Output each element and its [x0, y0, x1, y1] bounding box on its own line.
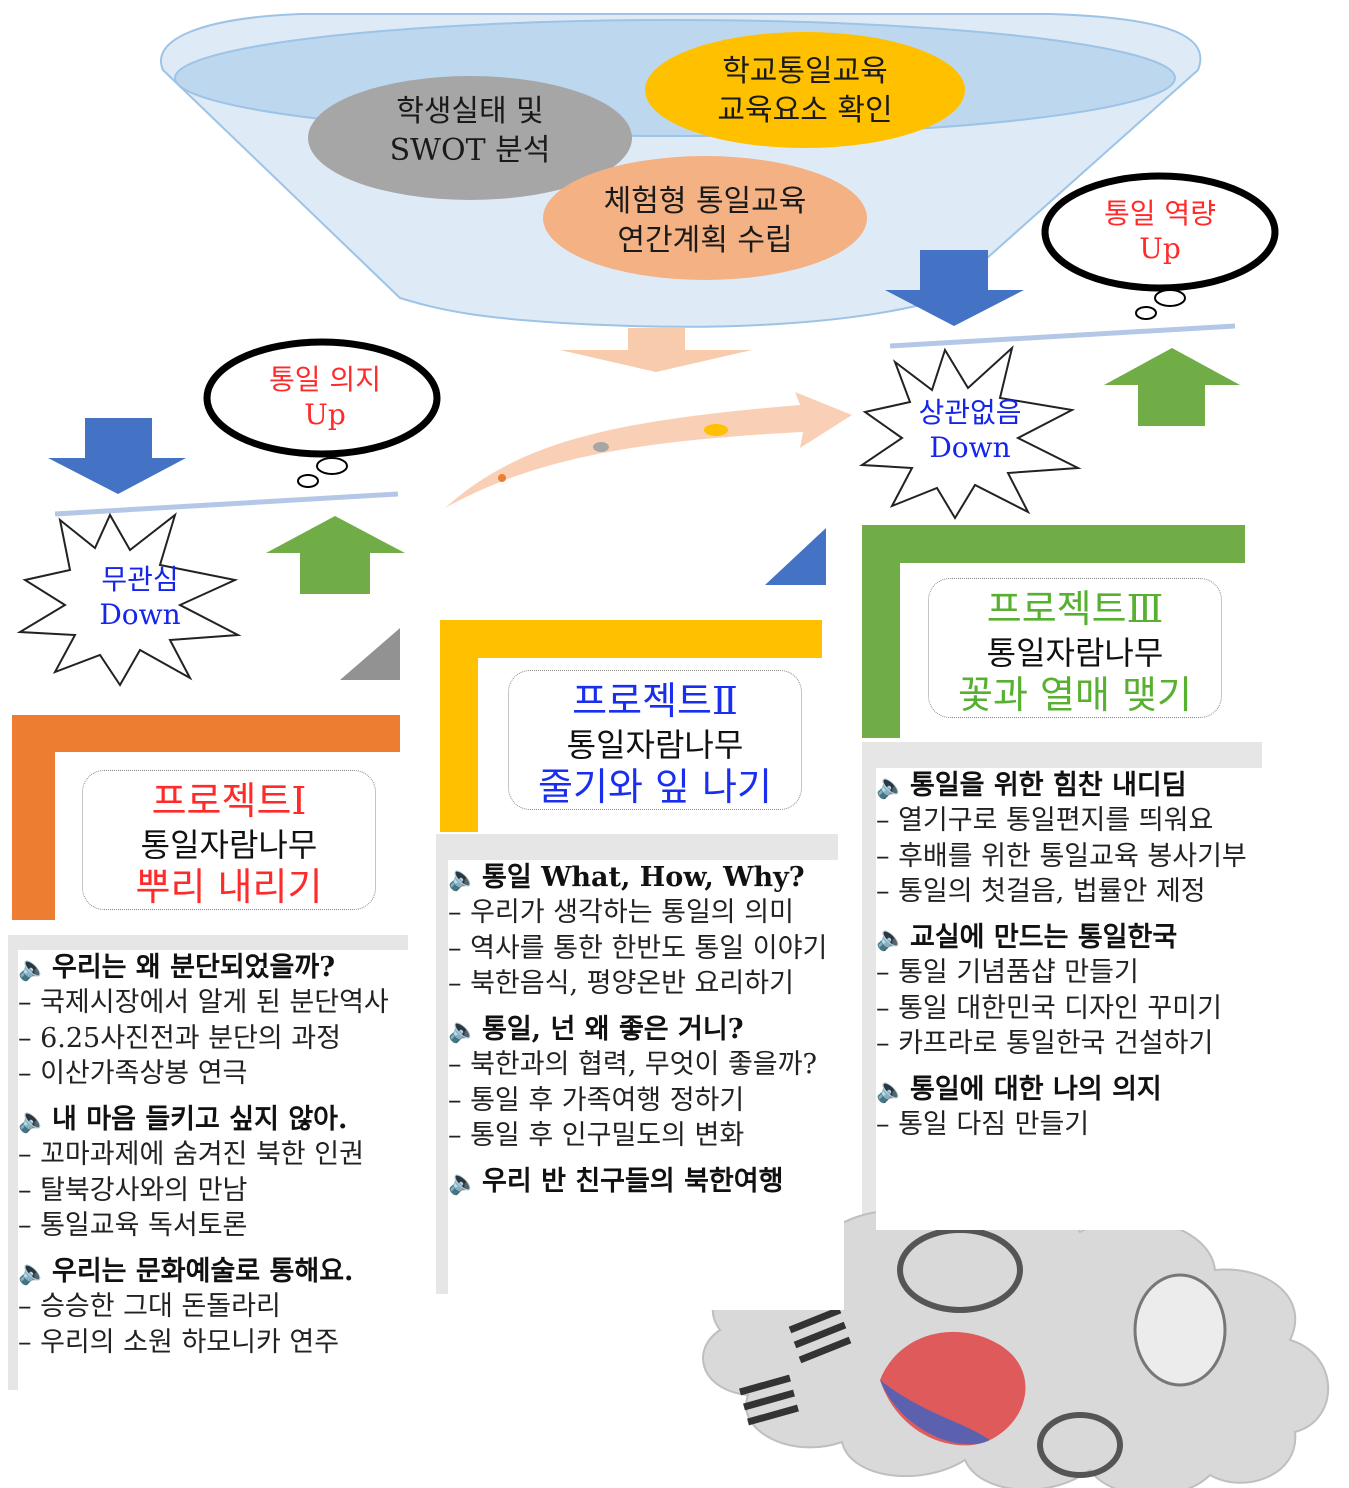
stair-triangle [765, 528, 826, 585]
oval-plan [543, 156, 867, 280]
activity-item: – 북한음식, 평양온반 요리하기 [448, 968, 794, 1000]
section-heading: 🔈우리는 문화예술로 통해요. [18, 1255, 354, 1287]
section-heading: 🔈우리 반 친구들의 북한여행 [448, 1165, 784, 1197]
scale-line [889, 323, 1236, 349]
activity-item: – 승승한 그대 돈돌라리 [18, 1291, 281, 1323]
oval-elements [645, 32, 965, 148]
project1-activity-panel: 🔈우리는 왜 분단되었을까? – 국제시장에서 알게 된 분단역사 – 6.25… [18, 950, 414, 1390]
project1-title: 프로젝트Ⅰ [151, 779, 307, 823]
activity-item: – 탈북강사와의 만남 [18, 1174, 248, 1206]
activity-item: – 국제시장에서 알게 된 분단역사 [18, 987, 389, 1019]
speaker-icon: 🔈 [876, 772, 906, 800]
activity-item: – 통일 다짐 만들기 [876, 1109, 1090, 1141]
activity-item: – 이산가족상봉 연극 [18, 1058, 248, 1090]
section-heading: 🔈교실에 만드는 통일한국 [876, 921, 1178, 953]
speaker-icon: 🔈 [448, 1167, 478, 1196]
activity-item: – 통일 대한민국 디자인 꾸미기 [876, 992, 1222, 1024]
project2-subtitle: 통일자람나무 [566, 725, 744, 764]
project2-bracket [440, 620, 822, 832]
activity-item: – 통일의 첫걸음, 법률안 제정 [876, 876, 1206, 908]
center-down-arrow [560, 328, 752, 372]
activity-section: 🔈우리는 왜 분단되었을까? – 국제시장에서 알게 된 분단역사 – 6.25… [18, 950, 414, 1092]
arrow-up-icon [1104, 348, 1240, 426]
project3-subtitle: 통일자람나무 [986, 633, 1164, 672]
scale-line [54, 491, 399, 517]
unification-badge-image [702, 1200, 1330, 1488]
project1-card: 프로젝트Ⅰ 통일자람나무 뿌리 내리기 [82, 770, 376, 910]
activity-item: – 통일교육 독서토론 [18, 1210, 248, 1242]
thought-cloud [1041, 172, 1279, 320]
project3-tagline: 꽃과 열매 맺기 [958, 672, 1192, 717]
burst-shape [16, 512, 242, 687]
section-heading: 🔈통일에 대한 나의 의지 [876, 1073, 1162, 1105]
speaker-icon: 🔈 [448, 864, 478, 892]
project2-activity-panel: 🔈통일 What, How, Why? – 우리가 생각하는 통일의 의미 – … [448, 860, 844, 1310]
activity-item: – 후배를 위한 통일교육 봉사기부 [876, 840, 1247, 872]
arrow-up-icon [266, 516, 405, 594]
activity-item: – 우리가 생각하는 통일의 의미 [448, 897, 794, 929]
speaker-icon: 🔈 [18, 1257, 48, 1286]
arrow-down-icon [885, 250, 1024, 326]
section-heading: 🔈통일을 위한 힘찬 내디딤 [876, 770, 1187, 801]
activity-item: – 열기구로 통일편지를 띄워요 [876, 805, 1214, 837]
activity-section: 🔈교실에 만드는 통일한국 – 통일 기념품샵 만들기 – 통일 대한민국 디자… [876, 920, 1270, 1062]
oval-swot [308, 76, 632, 200]
project3-card: 프로젝트Ⅲ 통일자람나무 꽃과 열매 맺기 [928, 578, 1222, 718]
activity-item: – 통일 후 가족여행 정하기 [448, 1084, 745, 1116]
activity-item: – 카프라로 통일한국 건설하기 [876, 1028, 1214, 1060]
activity-item: – 역사를 통한 한반도 통일 이야기 [448, 932, 828, 964]
activity-section: 🔈우리 반 친구들의 북한여행 [448, 1164, 844, 1199]
thought-cloud [203, 338, 441, 488]
project1-subtitle: 통일자람나무 [140, 825, 318, 864]
activity-item: – 꼬마과제에 숨겨진 북한 인권 [18, 1139, 364, 1171]
activity-item: – 우리의 소원 하모니카 연주 [18, 1326, 340, 1358]
speaker-icon: 🔈 [18, 1105, 48, 1134]
project3-title: 프로젝트Ⅲ [986, 587, 1164, 631]
project2-title: 프로젝트Ⅱ [572, 679, 738, 723]
section-heading: 🔈내 마음 들키고 싶지 않아. [18, 1103, 348, 1135]
speaker-icon: 🔈 [448, 1015, 478, 1044]
activity-section: 🔈내 마음 들키고 싶지 않아. – 꼬마과제에 숨겨진 북한 인권 – 탈북강… [18, 1102, 414, 1244]
activity-section: 🔈통일, 넌 왜 좋은 거니? – 북한과의 협력, 무엇이 좋을까? – 통일… [448, 1012, 844, 1154]
activity-item: – 북한과의 협력, 무엇이 좋을까? [448, 1049, 817, 1081]
burst-shape [858, 345, 1082, 520]
activity-section: 🔈통일에 대한 나의 의지 – 통일 다짐 만들기 [876, 1072, 1270, 1143]
speaker-icon: 🔈 [876, 923, 906, 952]
project1-bracket [12, 715, 400, 920]
stair-triangle [340, 628, 400, 680]
activity-item: – 통일 후 인구밀도의 변화 [448, 1120, 745, 1152]
project2-tagline: 줄기와 잎 나기 [538, 764, 772, 809]
activity-section: 🔈우리는 문화예술로 통해요. – 승승한 그대 돈돌라리 – 우리의 소원 하… [18, 1254, 414, 1360]
project1-tagline: 뿌리 내리기 [135, 864, 323, 909]
speaker-icon: 🔈 [18, 954, 48, 982]
section-heading: 🔈통일 What, How, Why? [448, 862, 805, 893]
project2-card: 프로젝트Ⅱ 통일자람나무 줄기와 잎 나기 [508, 670, 802, 810]
project3-bracket [862, 525, 1245, 738]
speaker-icon: 🔈 [876, 1075, 906, 1104]
section-heading: 🔈우리는 왜 분단되었을까? [18, 952, 336, 983]
activity-section: 🔈통일 What, How, Why? – 우리가 생각하는 통일의 의미 – … [448, 860, 844, 1002]
section-heading: 🔈통일, 넌 왜 좋은 거니? [448, 1013, 744, 1045]
project3-activity-panel: 🔈통일을 위한 힘찬 내디딤 – 열기구로 통일편지를 띄워요 – 후배를 위한… [876, 768, 1270, 1230]
activity-item: – 6.25사진전과 분단의 과정 [18, 1022, 341, 1054]
activity-item: – 통일 기념품샵 만들기 [876, 957, 1139, 989]
arrow-down-icon [48, 418, 186, 494]
activity-section: 🔈통일을 위한 힘찬 내디딤 – 열기구로 통일편지를 띄워요 – 후배를 위한… [876, 768, 1270, 910]
growth-arrow [445, 392, 852, 508]
